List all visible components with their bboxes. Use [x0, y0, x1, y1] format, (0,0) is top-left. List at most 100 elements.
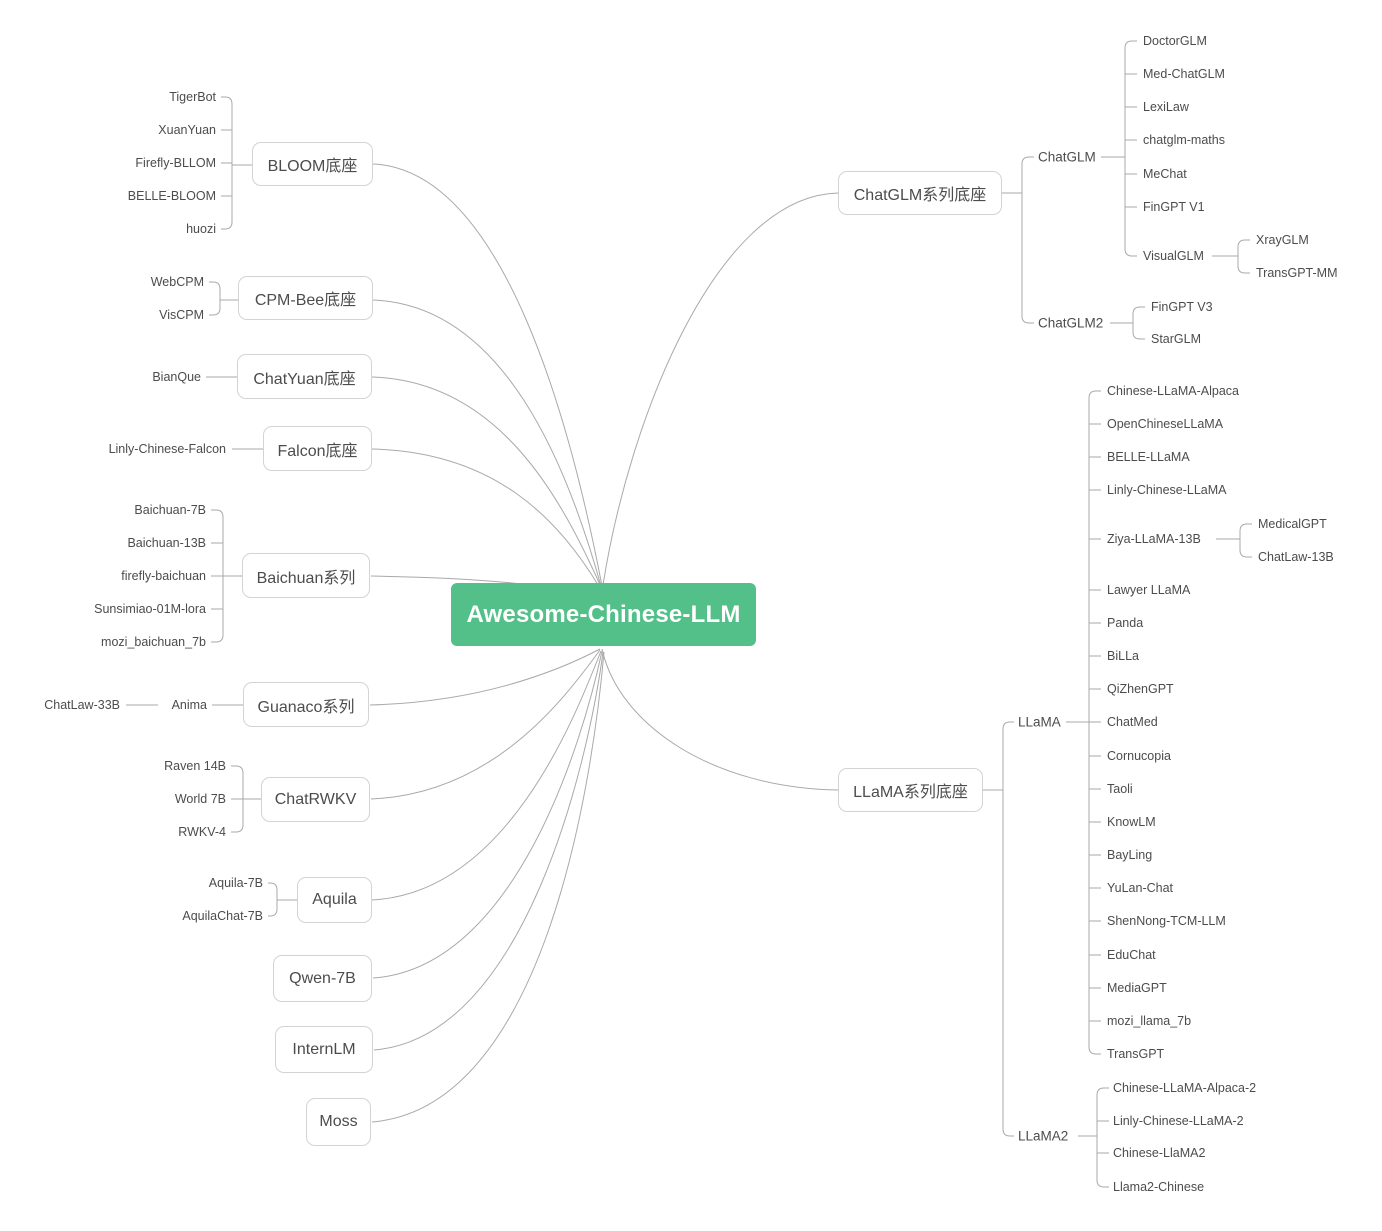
leaf-node[interactable]: MediaGPT	[1107, 981, 1167, 995]
leaf-node[interactable]: ChatLaw-13B	[1258, 550, 1334, 564]
bracket-chatglm	[1101, 40, 1137, 257]
leaf-node[interactable]: AquilaChat-7B	[182, 909, 263, 923]
leaf-node[interactable]: huozi	[186, 222, 216, 236]
leaf-node[interactable]: VisualGLM	[1143, 249, 1204, 263]
leaf-node[interactable]: BianQue	[152, 370, 201, 384]
branch-box-falcon[interactable]: Falcon底座	[263, 426, 372, 471]
branch-box-cpmbee[interactable]: CPM-Bee底座	[238, 276, 373, 320]
link-qwen	[372, 650, 603, 979]
bracket-llama	[1066, 390, 1101, 1055]
leaf-node[interactable]: Chinese-LLaMA-Alpaca	[1107, 384, 1240, 398]
leaf-node[interactable]: BELLE-BLOOM	[127, 189, 216, 203]
leaf-node[interactable]: KnowLM	[1107, 815, 1156, 829]
group-label-llama[interactable]: LLaMA	[1018, 714, 1061, 730]
leaf-node[interactable]: Cornucopia	[1107, 749, 1171, 763]
link-bloom	[372, 163, 603, 587]
leaf-node[interactable]: Lawyer LLaMA	[1107, 583, 1191, 597]
leaf-node[interactable]: OpenChineseLLaMA	[1107, 417, 1224, 431]
leaf-node[interactable]: Firefly-BLLOM	[135, 156, 216, 170]
leaf-node[interactable]: Linly-Chinese-LLaMA-2	[1113, 1114, 1244, 1128]
leaf-node[interactable]: TransGPT	[1107, 1047, 1165, 1061]
branch-box-baichuan[interactable]: Baichuan系列	[242, 553, 370, 598]
bracket-aquila	[268, 882, 298, 917]
group-label-chatglm2[interactable]: ChatGLM2	[1038, 315, 1104, 331]
branch-box-qwen[interactable]: Qwen-7B	[273, 955, 372, 1002]
leaf-node[interactable]: ShenNong-TCM-LLM	[1107, 914, 1226, 928]
link-chatrwkv	[370, 649, 601, 800]
leaf-node[interactable]: MedicalGPT	[1258, 517, 1327, 531]
leaf-node[interactable]: Llama2-Chinese	[1113, 1180, 1205, 1194]
leaf-node[interactable]: ChatMed	[1107, 715, 1158, 729]
leaf-node[interactable]: World 7B	[174, 792, 226, 806]
bracket-chatglm2	[1110, 306, 1145, 340]
leaf-node[interactable]: mozi_baichuan_7b	[101, 635, 206, 649]
leaf-node[interactable]: Med-ChatGLM	[1143, 67, 1225, 81]
leaf-node[interactable]: DoctorGLM	[1143, 34, 1207, 48]
leaf-node[interactable]: Linly-Chinese-LLaMA	[1107, 483, 1227, 497]
link-guanaco	[369, 648, 601, 706]
branch-box-aquila[interactable]: Aquila	[297, 877, 372, 923]
leaf-node[interactable]: FinGPT V3	[1151, 300, 1213, 314]
leaf-node[interactable]: QiZhenGPT	[1107, 682, 1174, 696]
bracket-llama-series	[983, 721, 1014, 1137]
link-falcon	[371, 448, 601, 589]
leaf-node[interactable]: BELLE-LLaMA	[1107, 450, 1190, 464]
link-moss	[371, 651, 605, 1123]
leaf-node[interactable]: Raven 14B	[164, 759, 226, 773]
leaf-node[interactable]: BiLLa	[1107, 649, 1139, 663]
leaf-node[interactable]: RWKV-4	[178, 825, 226, 839]
branch-box-chatglm-series[interactable]: ChatGLM系列底座	[838, 171, 1002, 215]
leaf-node[interactable]: Chinese-LlaMA2	[1113, 1146, 1206, 1160]
leaf-node[interactable]: Baichuan-13B	[127, 536, 206, 550]
leaf-node[interactable]: Linly-Chinese-Falcon	[108, 442, 226, 456]
link-chatglm-series	[602, 192, 839, 586]
leaf-node[interactable]: WebCPM	[150, 275, 204, 289]
leaf-node[interactable]: ChatLaw-33B	[44, 698, 120, 712]
leaf-node[interactable]: Sunsimiao-01M-lora	[94, 602, 206, 616]
leaf-node[interactable]: BayLing	[1107, 848, 1153, 862]
leaf-node[interactable]: TigerBot	[169, 90, 216, 104]
leaf-node[interactable]: YuLan-Chat	[1107, 881, 1174, 895]
bracket-visualglm	[1212, 239, 1250, 274]
leaf-node[interactable]: Chinese-LLaMA-Alpaca-2	[1113, 1081, 1257, 1095]
leaf-node[interactable]: chatglm-maths	[1143, 133, 1225, 147]
link-llama-series	[601, 648, 839, 791]
leaf-node[interactable]: TransGPT-MM	[1256, 266, 1338, 280]
leaf-node[interactable]: Anima	[171, 698, 207, 712]
bracket-chatglm-series	[1002, 156, 1034, 324]
bracket-chatrwkv	[231, 765, 262, 833]
link-aquila	[371, 650, 602, 901]
bracket-cpmbee	[209, 281, 240, 316]
leaf-node[interactable]: MeChat	[1143, 167, 1187, 181]
group-label-chatglm[interactable]: ChatGLM	[1038, 149, 1096, 165]
leaf-node[interactable]: Aquila-7B	[208, 876, 263, 890]
branch-box-internlm[interactable]: InternLM	[275, 1026, 373, 1073]
bracket-bloom	[221, 96, 252, 230]
branch-box-llama-series[interactable]: LLaMA系列底座	[838, 768, 983, 812]
leaf-node[interactable]: Ziya-LLaMA-13B	[1107, 532, 1201, 546]
leaf-node[interactable]: XuanYuan	[158, 123, 216, 137]
branch-box-bloom[interactable]: BLOOM底座	[252, 142, 373, 186]
link-chatyuan	[371, 376, 602, 588]
group-label-llama2[interactable]: LLaMA2	[1018, 1128, 1069, 1144]
leaf-node[interactable]: Baichuan-7B	[134, 503, 206, 517]
leaf-node[interactable]: StarGLM	[1151, 332, 1202, 346]
leaf-node[interactable]: mozi_llama_7b	[1107, 1014, 1192, 1028]
leaf-node[interactable]: Panda	[1107, 616, 1144, 630]
leaf-node[interactable]: LexiLaw	[1143, 100, 1189, 114]
root-node[interactable]: Awesome-Chinese-LLM	[451, 583, 756, 646]
link-cpmbee	[372, 299, 602, 587]
leaf-node[interactable]: firefly-baichuan	[121, 569, 206, 583]
leaf-node[interactable]: XrayGLM	[1256, 233, 1309, 247]
leaf-node[interactable]: VisCPM	[159, 308, 204, 322]
branch-box-chatrwkv[interactable]: ChatRWKV	[261, 777, 370, 822]
leaf-node[interactable]: Taoli	[1107, 782, 1133, 796]
leaf-node[interactable]: EduChat	[1107, 948, 1156, 962]
branch-box-chatyuan[interactable]: ChatYuan底座	[237, 354, 372, 399]
bracket-llama2	[1078, 1087, 1109, 1188]
branch-box-guanaco[interactable]: Guanaco系列	[243, 682, 369, 727]
bracket-baichuan	[211, 509, 243, 643]
leaf-node[interactable]: FinGPT V1	[1143, 200, 1205, 214]
branch-box-moss[interactable]: Moss	[306, 1098, 371, 1146]
